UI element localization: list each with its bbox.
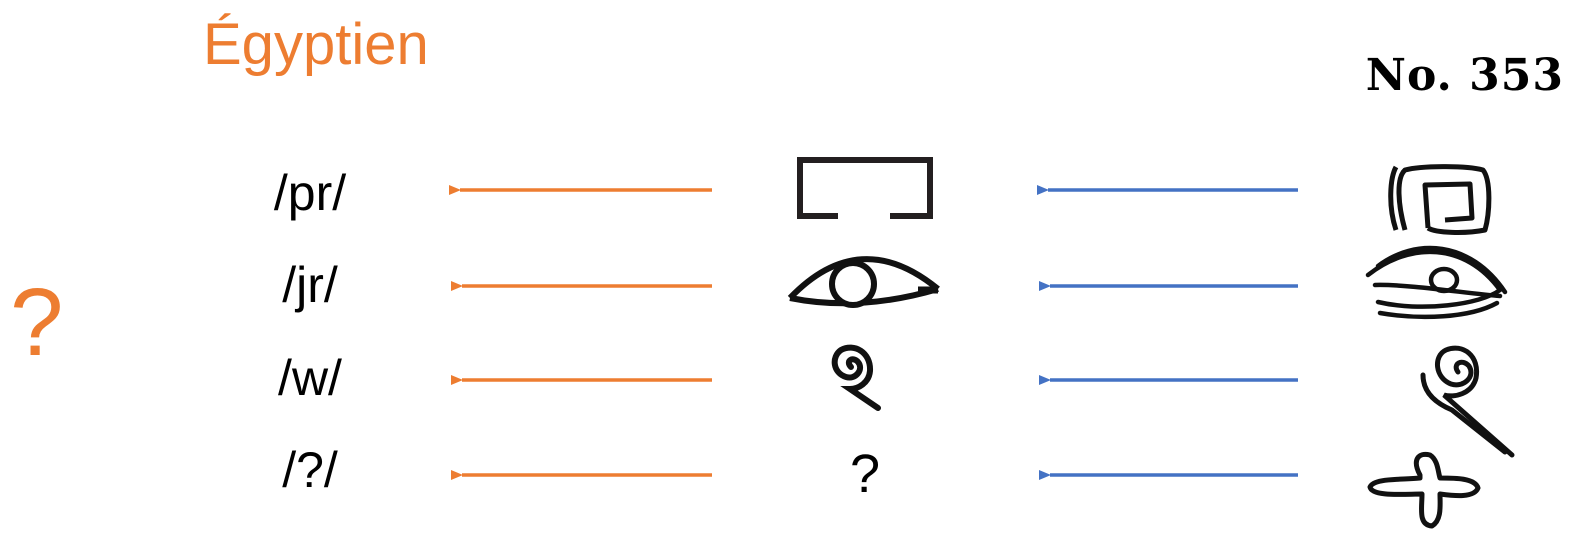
eye-glyph <box>790 259 938 305</box>
handwritten-spiral-glyph <box>1423 348 1512 455</box>
source-arrows <box>1048 190 1298 475</box>
quail-chick-spiral-glyph <box>835 348 878 408</box>
house-plan-glyph <box>800 160 930 216</box>
egyptian-arrows <box>460 190 712 475</box>
handwritten-cross-glyph <box>1370 454 1478 526</box>
handwritten-house-glyph <box>1391 167 1489 233</box>
handwritten-eye-glyph <box>1368 248 1505 317</box>
